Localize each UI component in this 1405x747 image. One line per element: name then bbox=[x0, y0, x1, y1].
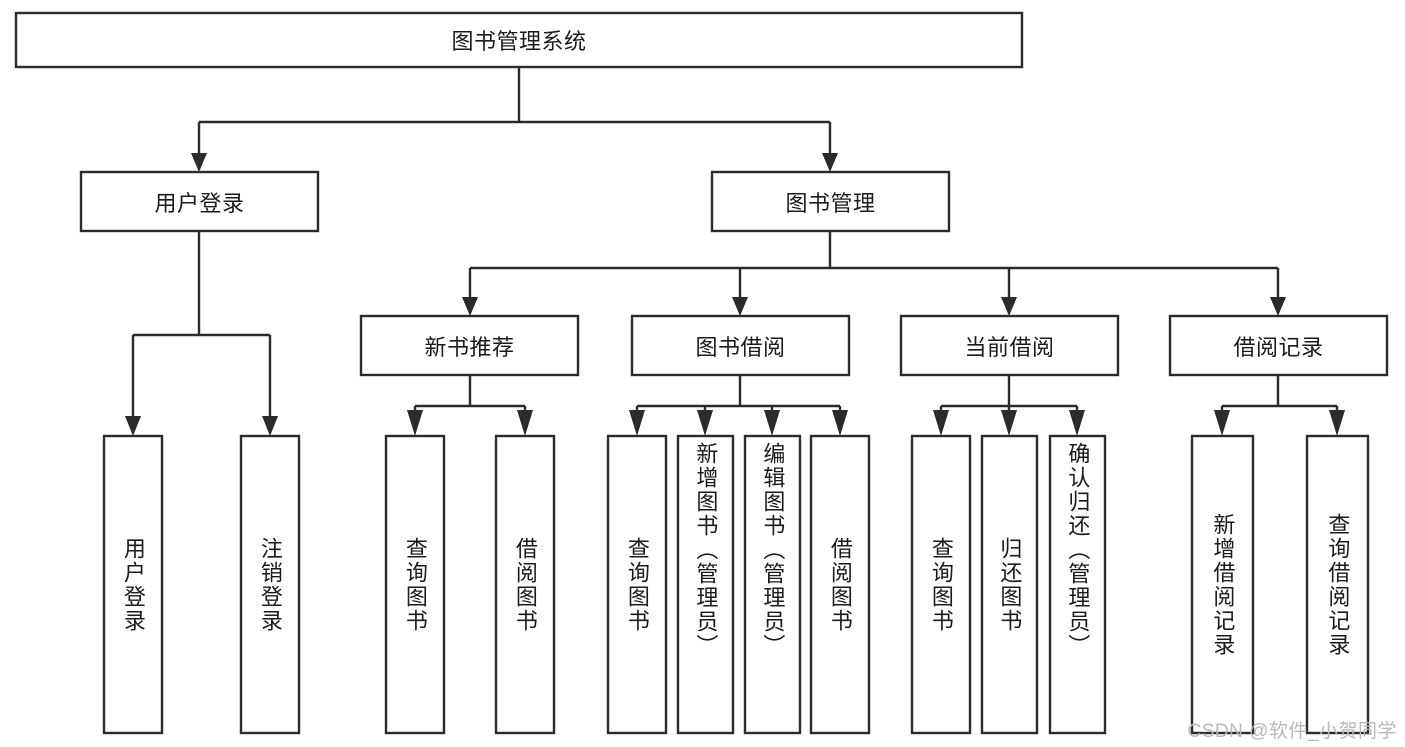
node-leaf-user-login-box[interactable] bbox=[102, 434, 164, 735]
node-leaf-query-book-2-box[interactable] bbox=[606, 434, 668, 735]
arrow-bookmanage-to-borrow-record bbox=[1270, 297, 1286, 316]
arrow-bookmanage-to-current-borrow bbox=[1001, 297, 1017, 316]
arrow-bookborrow-leaf-3 bbox=[764, 410, 780, 436]
node-leaf-query-book-1-box[interactable] bbox=[384, 434, 446, 735]
node-new-book-recommend-box[interactable] bbox=[359, 314, 580, 377]
node-current-borrow-box[interactable] bbox=[899, 314, 1120, 377]
arrow-userlogin-leaf-1 bbox=[125, 416, 141, 436]
node-book-borrow-box[interactable] bbox=[630, 314, 851, 377]
arrow-borrowrecord-leaf-1 bbox=[1214, 410, 1230, 436]
arrow-borrowrecord-leaf-2 bbox=[1329, 410, 1345, 436]
arrow-currentborrow-leaf-1 bbox=[933, 410, 949, 436]
node-book-manage-box[interactable] bbox=[710, 170, 951, 233]
arrow-currentborrow-leaf-2 bbox=[1001, 410, 1017, 436]
node-borrow-record-box[interactable] bbox=[1168, 314, 1389, 377]
node-leaf-confirm-return-box[interactable] bbox=[1048, 434, 1107, 735]
node-leaf-borrow-book-1-box[interactable] bbox=[494, 434, 556, 735]
node-leaf-query-record-box[interactable] bbox=[1305, 434, 1370, 735]
arrow-bookborrow-leaf-2 bbox=[697, 410, 713, 436]
node-leaf-borrow-book-2-box[interactable] bbox=[809, 434, 871, 735]
arrow-currentborrow-leaf-3 bbox=[1069, 410, 1085, 436]
node-root-box[interactable] bbox=[14, 11, 1024, 69]
node-leaf-user-logout-box[interactable] bbox=[239, 434, 301, 735]
arrow-bookborrow-leaf-1 bbox=[629, 410, 645, 436]
node-user-login-box[interactable] bbox=[79, 170, 320, 233]
node-leaf-query-book-3-box[interactable] bbox=[910, 434, 972, 735]
arrow-newbook-leaf-2 bbox=[517, 410, 533, 436]
node-leaf-add-book-box[interactable] bbox=[676, 434, 735, 735]
arrow-userlogin-leaf-2 bbox=[262, 416, 278, 436]
arrow-root-to-bookmanage bbox=[822, 153, 838, 172]
arrow-newbook-leaf-1 bbox=[407, 410, 423, 436]
arrow-root-to-userlogin bbox=[191, 153, 207, 172]
arrow-bookborrow-leaf-4 bbox=[832, 410, 848, 436]
node-leaf-return-book-box[interactable] bbox=[980, 434, 1039, 735]
node-leaf-add-record-box[interactable] bbox=[1190, 434, 1255, 735]
node-leaf-edit-book-box[interactable] bbox=[743, 434, 802, 735]
arrow-bookmanage-to-book-borrow bbox=[732, 297, 748, 316]
arrow-bookmanage-to-new-book bbox=[462, 297, 478, 316]
